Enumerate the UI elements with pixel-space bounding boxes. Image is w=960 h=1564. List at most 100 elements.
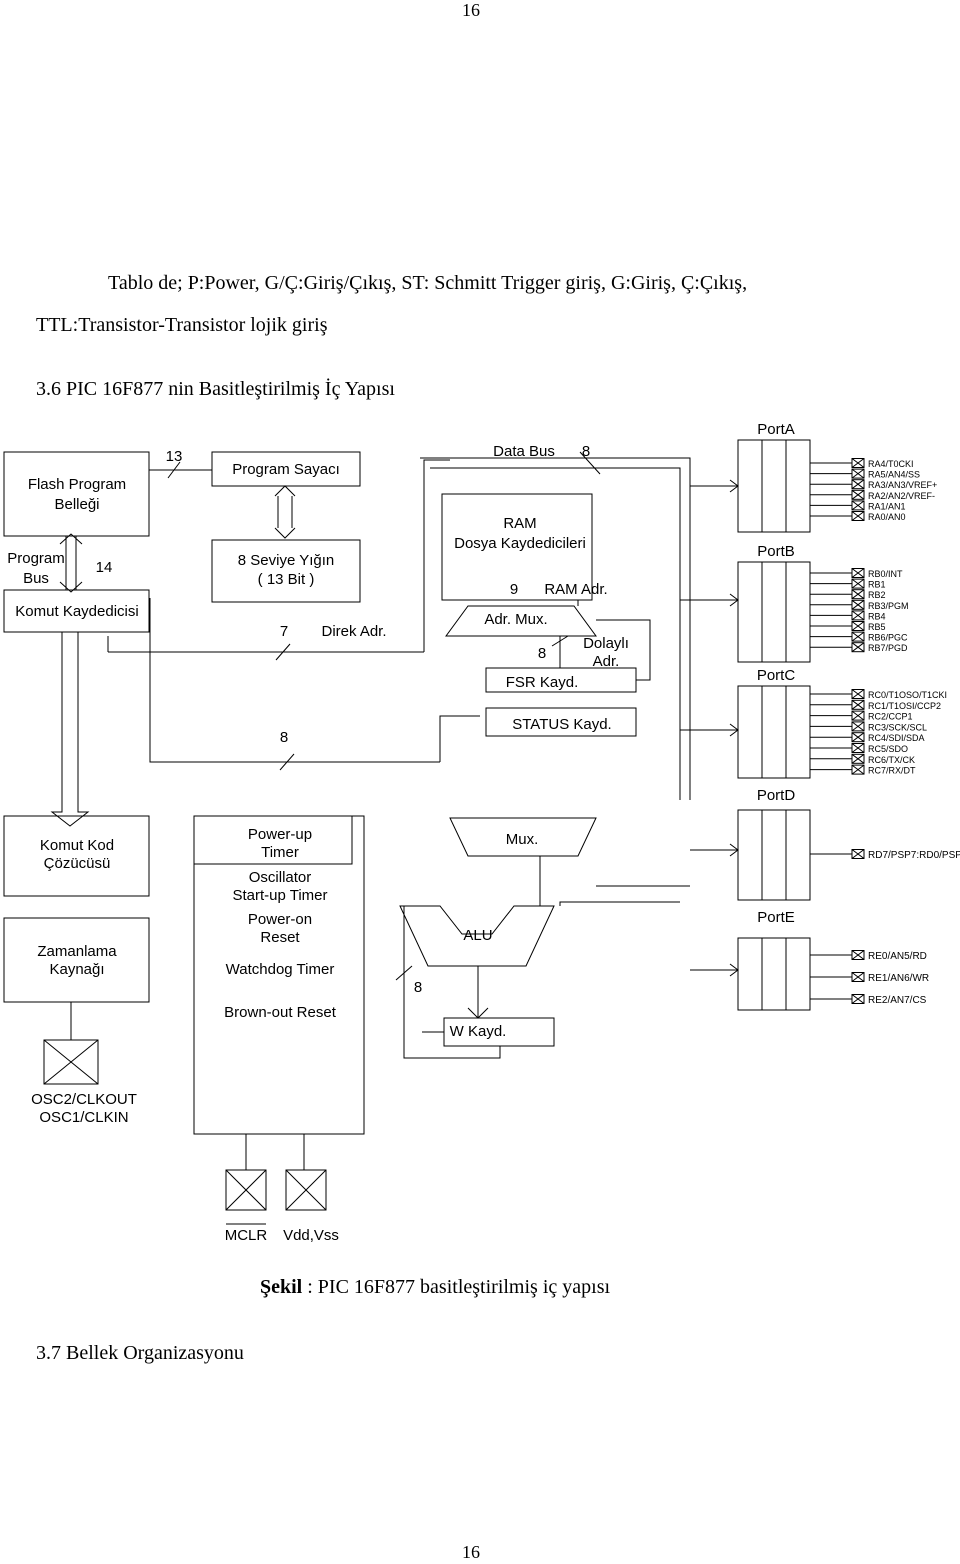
watchdog-label: Watchdog Timer [226, 961, 335, 978]
portb-pin-label: RB0/INT [868, 569, 903, 579]
osc1-label: OSC1/CLKIN [39, 1109, 128, 1126]
komut-kod-label-2: Çözücüsü [44, 855, 111, 872]
page-number-top: 16 [462, 0, 480, 20]
flash-program-block [3, 451, 150, 537]
status-label: STATUS Kayd. [512, 716, 611, 733]
porte-block [737, 937, 811, 1011]
w-kayd-label: W Kayd. [450, 1023, 507, 1040]
komut-kod-label-1: Komut Kod [40, 837, 114, 854]
mclr-label: MCLR [225, 1227, 268, 1244]
portd-label: PortD [757, 787, 796, 804]
portc-pin-label: RC6/TX/CK [868, 755, 915, 765]
porta-pin-label: RA2/AN2/VREF- [868, 491, 935, 501]
bus-13-label: 13 [166, 448, 183, 465]
figure-caption: Şekil : PIC 16F877 basitleştirilmiş iç y… [260, 1276, 610, 1299]
program-sayaci-label: Program Sayacı [232, 461, 340, 478]
bus-8-left-label: 8 [280, 729, 288, 746]
dolayli-label-2: Adr. [593, 653, 620, 670]
portb-label: PortB [757, 543, 795, 560]
porte-label: PortE [757, 909, 795, 926]
direk-adr-label: Direk Adr. [321, 623, 386, 640]
zamanlama-label-2: Kaynağı [49, 961, 104, 978]
porta-pin-list: RA4/T0CKIRA5/AN4/SSRA3/AN3/VREF+RA2/AN2/… [868, 459, 937, 522]
portb-pin-label: RB4 [868, 611, 886, 621]
stack-block [211, 539, 361, 603]
portb-pin-label: RB2 [868, 590, 886, 600]
portb-pin-label: RB5 [868, 622, 886, 632]
alu-label: ALU [463, 927, 492, 944]
ram-label-2: Dosya Kaydedicileri [454, 535, 586, 552]
portb-block [737, 561, 811, 663]
portd-block [737, 809, 811, 901]
portc-pin-label: RC2/CCP1 [868, 712, 913, 722]
paragraph-line-2: TTL:Transistor-Transistor lojik giriş [36, 314, 328, 336]
porta-pin-label: RA1/AN1 [868, 501, 906, 511]
bus-14-label: 14 [96, 559, 113, 576]
section-heading: 3.6 PIC 16F877 nin Basitleştirilmiş İç Y… [36, 378, 395, 400]
zamanlama-block [3, 917, 150, 1003]
next-section-heading: 3.7 Bellek Organizasyonu [36, 1342, 244, 1364]
ram-adr-label: RAM Adr. [544, 581, 607, 598]
portb-pin-label: RB3/PGM [868, 601, 909, 611]
porta-label: PortA [757, 421, 795, 438]
portd-pin-label: RD7/PSP7:RD0/PSP0 [868, 850, 960, 861]
porta-pin-label: RA4/T0CKI [868, 459, 914, 469]
porte-pin-list: RE0/AN5/RD RE1/AN6/WR RE2/AN7/CS [868, 951, 929, 1006]
osc2-label: OSC2/CLKOUT [31, 1091, 137, 1108]
program-bus-label-2: Bus [23, 570, 49, 587]
caption-label: Şekil [260, 1276, 303, 1298]
portc-pin-label: RC5/SDO [868, 744, 908, 754]
komut-kod-block [3, 815, 150, 897]
portc-pin-label: RC4/SDI/SDA [868, 733, 925, 743]
porte-pin-label: RE1/AN6/WR [868, 973, 929, 984]
porte-pin-label: RE0/AN5/RD [868, 951, 927, 962]
program-sayaci-block [211, 451, 361, 487]
bus-8-fsr-label: 8 [538, 645, 546, 662]
stack-label-2: ( 13 Bit ) [258, 571, 315, 588]
ram-label-1: RAM [503, 515, 536, 532]
dolayli-label-1: Dolaylı [583, 635, 629, 652]
data-bus-label: Data Bus [493, 443, 555, 460]
mux-label: Mux. [506, 831, 539, 848]
porta-pin-label: RA0/AN0 [868, 512, 906, 522]
powerup-label-1: Power-up [248, 826, 312, 843]
portc-pin-label: RC7/RX/DT [868, 766, 916, 776]
powerup-label-2: Timer [261, 844, 299, 861]
page-number-bottom: 16 [462, 1542, 480, 1562]
osc-start-label-1: Oscillator [249, 869, 312, 886]
portc-pin-label: RC0/T1OSO/T1CKI [868, 690, 947, 700]
porta-pin-label: RA5/AN4/SS [868, 470, 920, 480]
status-block [485, 707, 637, 737]
komut-kaydedicisi-label: Komut Kaydedicisi [15, 603, 138, 620]
portc-pin-label: RC1/T1OSI/CCP2 [868, 701, 941, 711]
power-group-block [193, 815, 365, 1135]
fsr-label: FSR Kayd. [506, 674, 579, 691]
adr-mux-label: Adr. Mux. [484, 611, 547, 628]
porte-pin-label: RE2/AN7/CS [868, 995, 927, 1006]
portb-pin-label: RB7/PGD [868, 643, 908, 653]
poweron-label-2: Reset [260, 929, 300, 946]
caption-text: : PIC 16F877 basitleştirilmiş iç yapısı [302, 1276, 611, 1298]
porta-block [737, 439, 811, 533]
flash-label-1: Flash Program [28, 476, 126, 493]
portc-pin-label: RC3/SCK/SCL [868, 722, 927, 732]
data-bus-8-label: 8 [582, 443, 590, 460]
porta-pin-label: RA3/AN3/VREF+ [868, 480, 937, 490]
flash-label-2: Belleği [54, 496, 99, 513]
poweron-label-1: Power-on [248, 911, 312, 928]
portc-block [737, 685, 811, 779]
portc-pin-list: RC0/T1OSO/T1CKIRC1/T1OSI/CCP2RC2/CCP1RC3… [868, 690, 947, 776]
pic-block-diagram: Flash Program Belleği Program Bus 14 Kom… [3, 421, 960, 1244]
portc-label: PortC [757, 667, 796, 684]
brownout-label: Brown-out Reset [224, 1004, 337, 1021]
paragraph-line-1: Tablo de; P:Power, G/Ç:Giriş/Çıkış, ST: … [108, 272, 748, 294]
program-bus-label-1: Program [7, 550, 65, 567]
vdd-vss-label: Vdd,Vss [283, 1227, 339, 1244]
stack-label-1: 8 Seviye Yığın [238, 552, 334, 569]
ram-block [441, 493, 593, 601]
bus-9-label: 9 [510, 581, 518, 598]
bus-7-label: 7 [280, 623, 288, 640]
osc-start-label-2: Start-up Timer [232, 887, 327, 904]
bus-8-alu-label: 8 [414, 979, 422, 996]
